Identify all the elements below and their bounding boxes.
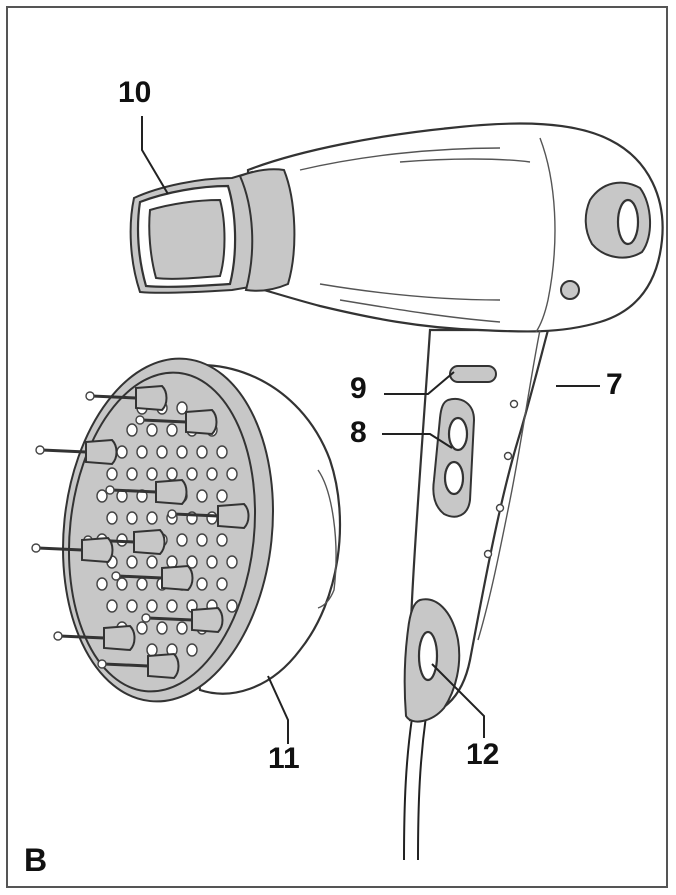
diffuser-hole: [116, 577, 128, 591]
housing-highlight-bottom: [319, 283, 501, 301]
diffuser-hole: [176, 621, 188, 635]
diffuser-hole: [136, 621, 148, 635]
diffuser-hole: [196, 445, 208, 459]
diffuser-hole: [216, 489, 228, 503]
diffuser-hole: [196, 577, 208, 591]
diffuser-hole: [96, 489, 108, 503]
diffuser-finger: [53, 624, 136, 652]
dryer-housing: [246, 122, 664, 333]
handle-vent: [495, 503, 505, 513]
leader-lines: [141, 116, 600, 744]
diffuser-hole: [126, 511, 138, 525]
leader-9: [384, 371, 455, 395]
speed-switch-lower: [443, 460, 465, 496]
diffuser-finger: [35, 438, 118, 466]
housing-highlight-mid: [399, 158, 531, 163]
diffuser-hole: [216, 577, 228, 591]
diffuser-hole: [226, 555, 238, 569]
speed-switch-upper: [447, 416, 469, 452]
leader-12: [431, 663, 485, 738]
diffuser-fingers: [31, 384, 250, 680]
panel-label: B: [24, 842, 48, 878]
leader-10: [141, 116, 169, 195]
handle-vent: [483, 549, 493, 559]
hair-dryer: [129, 122, 664, 861]
callout-11: 11: [268, 742, 300, 775]
power-cord-edge: [417, 715, 427, 861]
nozzle-inner: [148, 198, 226, 280]
diffuser-hole: [176, 401, 188, 415]
hanging-loop-opening: [417, 630, 439, 682]
diffuser-hole: [176, 533, 188, 547]
diffuser-hole: [106, 511, 118, 525]
diffuser-hole: [126, 423, 138, 437]
diffuser-hole: [146, 599, 158, 613]
diffuser-collar: [317, 469, 337, 609]
diffuser-finger: [167, 502, 250, 530]
temperature-switch: [449, 365, 497, 383]
diffuser-hole: [136, 577, 148, 591]
diffuser-hole: [166, 599, 178, 613]
callout-12: 12: [466, 738, 500, 771]
diffuser-hole: [146, 467, 158, 481]
callout-8: 8: [350, 416, 367, 449]
handle-vent: [503, 451, 513, 461]
diffuser-finger: [111, 564, 194, 592]
callout-7: 7: [606, 368, 623, 401]
callout-10: 10: [118, 76, 152, 109]
diffuser-hole: [146, 555, 158, 569]
diffuser-hole: [126, 599, 138, 613]
diffuser-hole: [166, 467, 178, 481]
diffuser-finger: [31, 536, 114, 564]
air-intake-grille: [616, 198, 640, 246]
diffuser-hole: [116, 445, 128, 459]
power-cord: [403, 717, 413, 861]
diffuser-hole: [146, 423, 158, 437]
diffuser-hole: [136, 445, 148, 459]
diffuser-finger: [135, 408, 218, 436]
housing-seam-lower: [339, 299, 501, 323]
diffuser: [31, 357, 342, 703]
callout-9: 9: [350, 372, 367, 405]
diffuser-hole: [206, 467, 218, 481]
rear-housing-seam: [535, 137, 556, 333]
speed-switch-panel: [432, 398, 476, 518]
diffuser-hole: [206, 555, 218, 569]
diffuser-hole: [126, 555, 138, 569]
nozzle-collar: [238, 168, 296, 292]
diffuser-finger: [97, 652, 180, 680]
housing-highlight-top: [299, 147, 501, 171]
diffuser-hole: [96, 577, 108, 591]
diffuser-hole: [156, 445, 168, 459]
rear-button: [560, 280, 580, 300]
diffuser-hole: [216, 445, 228, 459]
diffuser-finger: [141, 606, 224, 634]
diffuser-hole: [226, 599, 238, 613]
diffuser-hole: [206, 511, 218, 525]
diffuser-hole: [186, 643, 198, 657]
handle-seam: [477, 329, 541, 641]
diffuser-hole: [226, 467, 238, 481]
diffuser-hole: [146, 511, 158, 525]
diffuser-hole: [166, 423, 178, 437]
diffuser-hole: [126, 467, 138, 481]
diffuser-hole: [176, 445, 188, 459]
diffuser-finger: [105, 478, 188, 506]
handle-vent: [509, 399, 519, 409]
diffuser-hole: [186, 467, 198, 481]
diffuser-hole: [186, 555, 198, 569]
diffuser-hole: [196, 489, 208, 503]
diffuser-hole: [106, 467, 118, 481]
diffuser-hole: [106, 599, 118, 613]
diffuser-hole: [156, 621, 168, 635]
diffuser-hole: [196, 533, 208, 547]
leader-8: [382, 433, 453, 449]
diffuser-hole: [146, 643, 158, 657]
leader-11: [267, 675, 289, 744]
diffuser-finger: [85, 384, 168, 412]
diffuser-hole: [216, 533, 228, 547]
